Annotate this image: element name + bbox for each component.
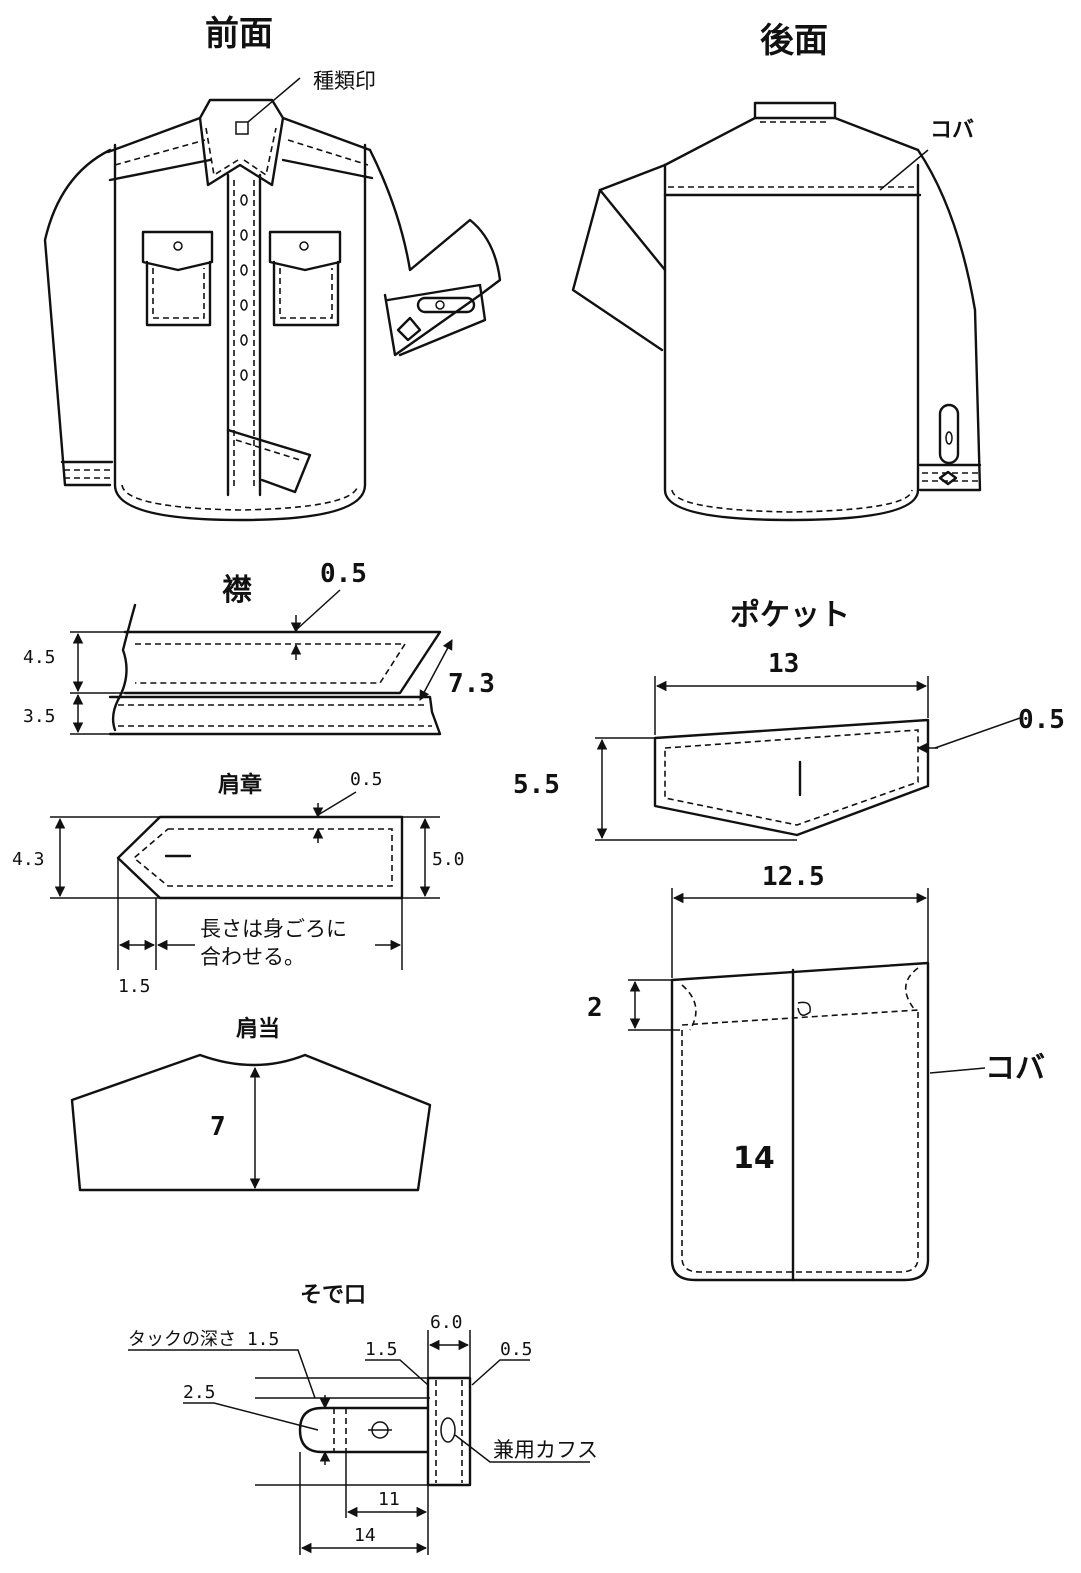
pocket-pleat-top: 2 — [587, 993, 603, 1023]
type-mark-label: 種類印 — [313, 69, 376, 93]
cuff-dim-14: 14 — [354, 1525, 376, 1546]
cuff-dim-15: 1.5 — [365, 1339, 398, 1360]
pocket-body-height: 14 — [733, 1141, 775, 1176]
back-view: 後面 コバ — [571, 21, 982, 522]
pocket-flap-height: 5.5 — [513, 770, 560, 800]
cuff-dim-05: 0.5 — [500, 1339, 533, 1360]
collar-height-upper: 4.5 — [23, 647, 56, 668]
cuff-dim-25: 2.5 — [183, 1382, 216, 1403]
cuff-title: そで口 — [300, 1283, 366, 1308]
front-title: 前面 — [205, 14, 273, 54]
collar-point-value: 7.3 — [448, 669, 495, 699]
collar-height-lower: 3.5 — [23, 706, 56, 727]
epaulet-height-right: 5.0 — [432, 849, 465, 870]
cuff-detail: そで口 タックの深さ 1.5 2.5 1.5 6.0 0.5 兼用カフス 11 … — [128, 1283, 598, 1555]
pocket-body-width: 12.5 — [762, 862, 825, 892]
epaulet-title: 肩章 — [218, 772, 262, 798]
front-view: 前面 種類印 — [43, 14, 502, 522]
collar-detail: 襟 0.5 4.5 3.5 7.3 — [23, 559, 495, 736]
epaulet-note-line1: 長さは身ごろに — [200, 917, 347, 941]
pocket-flap-stitch: 0.5 — [1018, 705, 1065, 735]
pocket-flap-width: 13 — [768, 649, 799, 679]
pocket-detail: ポケット 13 0.5 5.5 12.5 2 14 コバ — [513, 598, 1065, 1282]
epaulet-height-value: 4.3 — [12, 849, 45, 870]
back-title: 後面 — [760, 21, 828, 61]
epaulet-stitch-value: 0.5 — [350, 769, 383, 790]
collar-stitch-value: 0.5 — [320, 559, 367, 589]
cuff-tuck-depth: タックの深さ 1.5 — [128, 1329, 279, 1350]
cuff-combo-label: 兼用カフス — [493, 1438, 598, 1462]
epaulet-detail: 肩章 0.5 4.3 5.0 1.5 長さは身ごろに 合わせる。 — [12, 769, 465, 997]
epaulet-point-value: 1.5 — [118, 976, 151, 997]
cuff-dim-60: 6.0 — [430, 1312, 463, 1333]
yoke-detail: 肩当 7 — [70, 1016, 432, 1192]
collar-title: 襟 — [222, 573, 252, 608]
pocket-title: ポケット — [730, 598, 850, 633]
back-koba-label: コバ — [930, 118, 974, 143]
epaulet-note-line2: 合わせる。 — [200, 945, 305, 969]
yoke-depth-value: 7 — [210, 1112, 226, 1142]
cuff-dim-11: 11 — [378, 1489, 400, 1510]
yoke-title: 肩当 — [236, 1016, 280, 1042]
pocket-koba-label: コバ — [985, 1051, 1045, 1086]
